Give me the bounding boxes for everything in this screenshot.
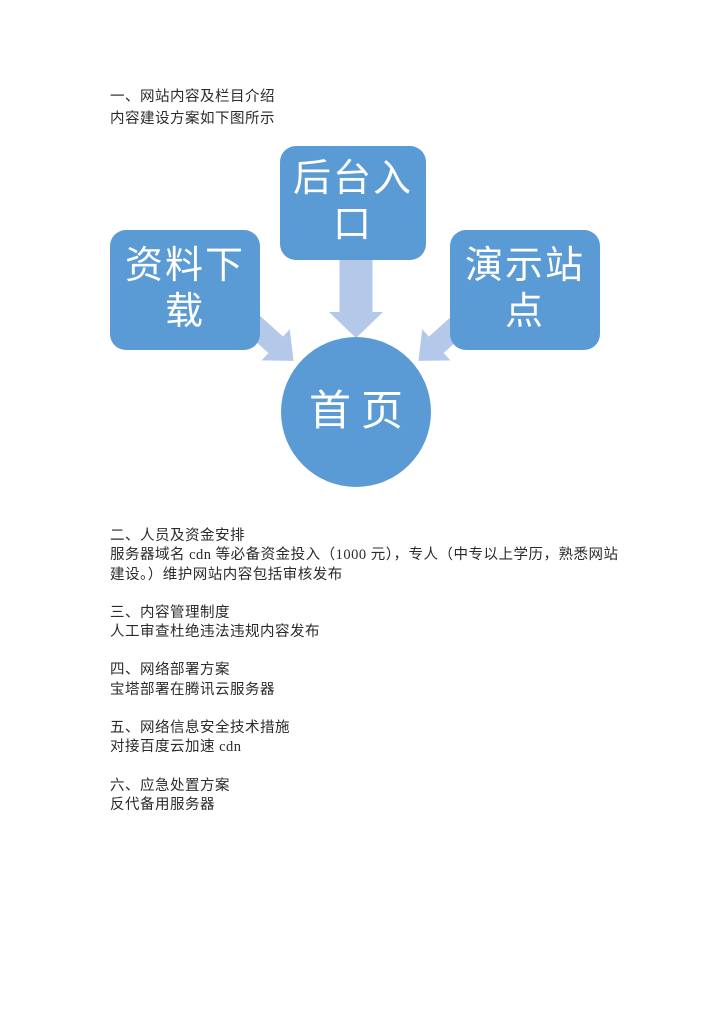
section-body: 对接百度云加速 cdn bbox=[110, 739, 242, 756]
arrow-down-icon bbox=[329, 258, 383, 338]
section-heading: 六、应急处置方案 bbox=[110, 777, 230, 794]
section-intro: 一、网站内容及栏目介绍 内容建设方案如下图所示 bbox=[110, 86, 620, 130]
section-heading: 四、网络部署方案 bbox=[110, 662, 230, 679]
diagram-canvas bbox=[110, 146, 600, 487]
node-download-shape bbox=[110, 230, 260, 350]
section-emergency-plan: 六、应急处置方案 反代备用服务器 bbox=[110, 777, 620, 816]
section-heading: 一、网站内容及栏目介绍 bbox=[110, 89, 275, 105]
section-network-deployment: 四、网络部署方案 宝塔部署在腾讯云服务器 bbox=[110, 661, 620, 700]
section-heading: 二、人员及资金安排 bbox=[110, 528, 245, 544]
section-heading: 五、网络信息安全技术措施 bbox=[110, 720, 290, 737]
content-structure-diagram: 后台入口 资料下载 演示站点 首页 bbox=[106, 144, 606, 490]
section-body: 服务器域名 cdn 等必备资金投入（1000 元），专人（中专以上学历，熟悉网站… bbox=[110, 547, 619, 583]
section-body: 宝塔部署在腾讯云服务器 bbox=[110, 681, 275, 698]
node-demo-shape bbox=[450, 230, 600, 350]
section-body: 内容建设方案如下图所示 bbox=[110, 111, 275, 127]
node-home-shape bbox=[281, 337, 431, 487]
section-body: 人工审查杜绝违法违规内容发布 bbox=[110, 624, 320, 641]
numbered-sections: 二、人员及资金安排 服务器域名 cdn 等必备资金投入（1000 元），专人（中… bbox=[110, 527, 620, 834]
section-personnel-funding: 二、人员及资金安排 服务器域名 cdn 等必备资金投入（1000 元），专人（中… bbox=[110, 527, 620, 585]
section-heading: 三、内容管理制度 bbox=[110, 604, 230, 621]
node-label-data-download: 资料下载 bbox=[124, 245, 245, 333]
section-content-management: 三、内容管理制度 人工审查杜绝违法违规内容发布 bbox=[110, 604, 620, 643]
section-security-measures: 五、网络信息安全技术措施 对接百度云加速 cdn bbox=[110, 719, 620, 758]
node-label-demo-site: 演示站点 bbox=[464, 245, 585, 333]
node-label-backend-entry: 后台入口 bbox=[292, 158, 413, 246]
node-backend-shape bbox=[280, 146, 426, 260]
node-label-homepage: 首页 bbox=[308, 388, 413, 435]
section-body: 反代备用服务器 bbox=[110, 796, 215, 813]
